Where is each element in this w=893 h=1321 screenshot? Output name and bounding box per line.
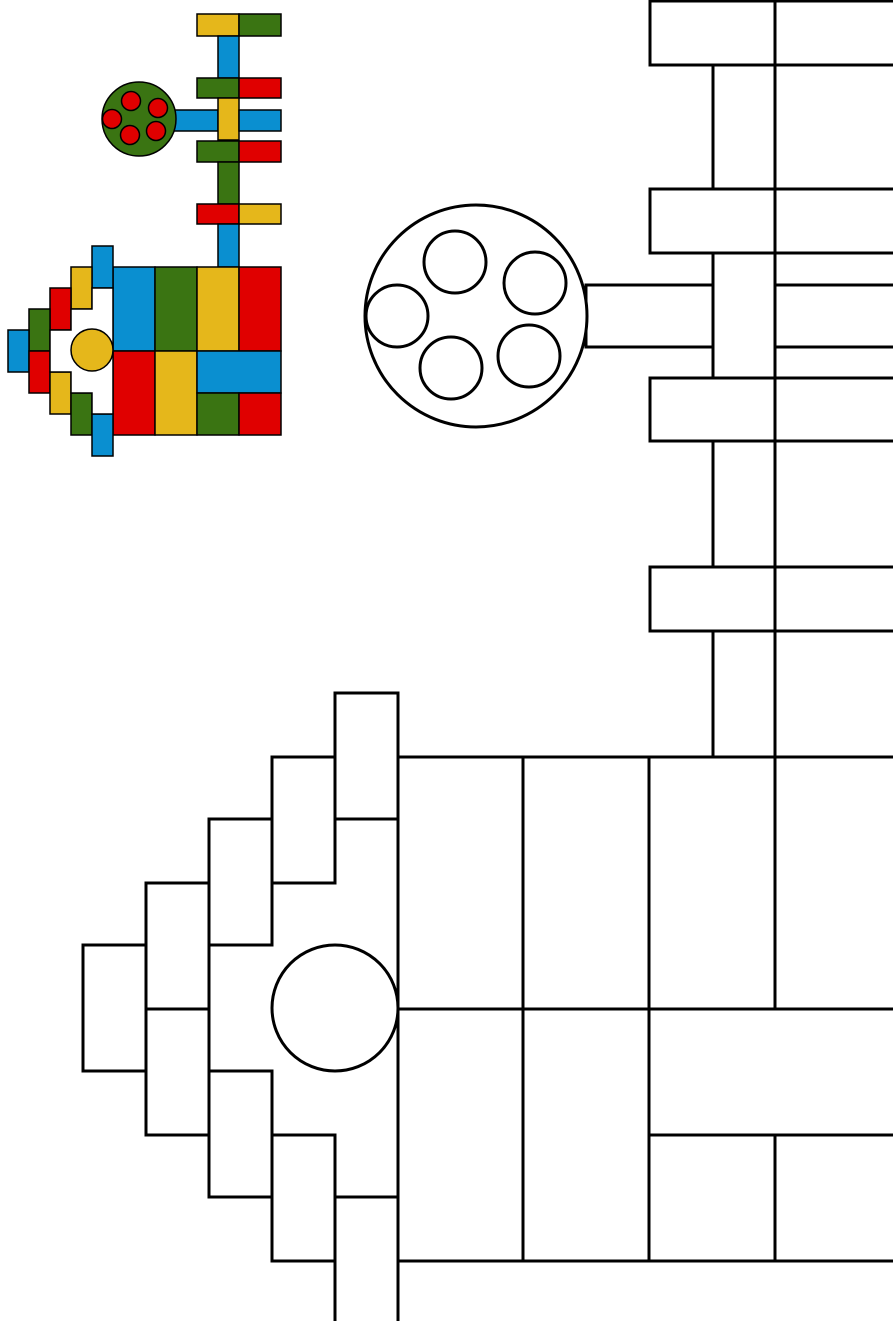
stair-piece[interactable] [209,819,272,945]
preview-wheel-hole [149,99,168,118]
stair-piece[interactable] [335,693,398,819]
wheel-hole[interactable] [504,252,566,314]
axle-piece[interactable] [586,285,713,347]
preview-block [197,267,239,351]
outline-puzzle[interactable] [83,0,893,1321]
wheel-hole[interactable] [424,231,486,293]
stair-piece[interactable] [83,945,146,1071]
preview-block [113,351,155,435]
preview-block [155,351,197,435]
body-piece[interactable] [775,1135,893,1261]
stair-piece[interactable] [272,1135,335,1261]
preview-block [197,78,239,98]
preview-block [239,393,281,435]
preview-block [218,224,239,267]
stair-piece[interactable] [209,1071,272,1197]
preview-wheel-hole [103,110,122,129]
crossbar-piece[interactable] [775,378,893,441]
stair-piece[interactable] [272,757,335,883]
crossbar-piece[interactable] [650,378,775,441]
preview-hub [71,329,113,371]
preview-wheel-hole [147,122,166,141]
preview-block [239,141,281,162]
preview-block [218,162,239,204]
crossbar-piece[interactable] [775,567,893,631]
wheel-hole[interactable] [366,285,428,347]
preview-stair [29,351,50,393]
preview-block [197,351,281,393]
preview-stair [29,309,50,351]
preview-block [218,36,239,78]
body-piece[interactable] [775,757,893,1009]
preview-stair [92,246,113,288]
stair-piece[interactable] [146,883,209,1009]
preview-block [197,14,239,36]
crossbar-piece[interactable] [650,1,775,65]
preview-stair [50,288,71,330]
crossbar-piece[interactable] [775,1,893,65]
preview-block [218,98,239,140]
stair-piece[interactable] [335,1197,398,1321]
preview-block [197,204,239,224]
preview-stair [71,267,92,309]
preview-block [174,110,218,131]
body-piece[interactable] [523,1009,649,1261]
hub-outline[interactable] [272,945,398,1071]
preview-block [239,14,281,36]
preview-block [239,204,281,224]
preview-block [239,267,281,351]
preview-block [239,78,281,98]
body-piece[interactable] [649,757,775,1009]
wheel-hole[interactable] [420,337,482,399]
crossbar-piece[interactable] [650,189,775,253]
body-piece[interactable] [649,1009,893,1135]
preview-wheel-hole [122,92,141,111]
body-piece[interactable] [649,1135,775,1261]
preview-stair [8,330,29,372]
preview-stair [71,393,92,435]
preview-block [197,141,239,162]
crossbar-piece[interactable] [775,285,893,347]
body-piece[interactable] [398,757,523,1009]
wheel-hole[interactable] [498,325,560,387]
preview-block [197,393,239,435]
body-piece[interactable] [398,1009,523,1261]
body-piece[interactable] [523,757,649,1009]
preview-block [113,267,155,351]
preview-block [155,267,197,351]
preview-block [239,110,281,131]
crossbar-piece[interactable] [775,189,893,253]
preview-stair [92,414,113,456]
preview-wheel-hole [121,126,140,145]
crossbar-piece[interactable] [650,567,775,631]
preview-stair [50,372,71,414]
stair-piece[interactable] [146,1009,209,1135]
solution-preview [8,14,281,456]
